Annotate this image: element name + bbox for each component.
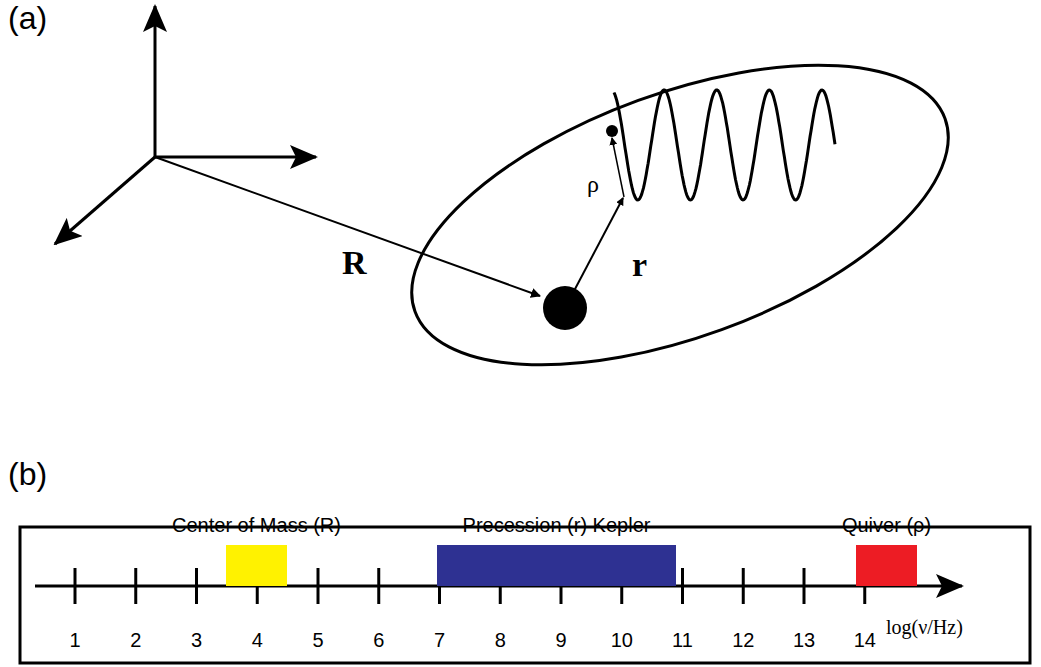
frequency-band: Precession (r) Kepler (437, 545, 676, 586)
relative-vector (565, 198, 623, 308)
axis-tick (195, 568, 198, 604)
tick-number: 3 (191, 630, 202, 650)
tick-number: 11 (672, 630, 693, 650)
axis-tick (377, 568, 380, 604)
quiver-oscillation (614, 90, 835, 200)
tick-number: 6 (373, 630, 384, 650)
band-fill (226, 545, 287, 586)
band-label: Quiver (ρ) (842, 515, 931, 535)
tick-number: 8 (495, 630, 506, 650)
tick-number: 14 (854, 630, 876, 650)
panel-letter: (b) (8, 458, 47, 490)
axis-tick (74, 568, 77, 604)
band-label: Precession (r) Kepler (463, 515, 651, 535)
axis-tick (742, 568, 745, 604)
band-label: Center of Mass (R) (172, 515, 341, 535)
axis-tick (803, 568, 806, 604)
tick-number: 10 (611, 630, 633, 650)
frequency-band: Quiver (ρ) (856, 545, 917, 586)
position-vector (155, 157, 540, 296)
tick-number: 13 (793, 630, 815, 650)
frequency-band: Center of Mass (R) (226, 545, 287, 586)
band-fill (437, 545, 676, 586)
axes (55, 6, 316, 244)
quiver-vector (612, 138, 624, 197)
orbit-ellipse (373, 4, 986, 426)
tick-number: 12 (732, 630, 754, 650)
axis-tick (134, 568, 137, 604)
electron (606, 125, 618, 137)
tick-number: 4 (252, 630, 263, 650)
tick-number: 2 (130, 630, 141, 650)
band-fill (856, 545, 917, 586)
vector-label: r (632, 248, 647, 282)
tick-number: 1 (69, 630, 80, 650)
tick-number: 7 (434, 630, 445, 650)
axis-label: log(ν/Hz) (886, 617, 963, 637)
panel-frame (20, 527, 1030, 663)
tick-number: 9 (555, 630, 566, 650)
axis-tick (681, 568, 684, 604)
vector-label: ρ (587, 172, 599, 196)
vector-label: R (342, 246, 367, 280)
panel-letter: (a) (8, 2, 47, 34)
axis-tick (317, 568, 320, 604)
tick-number: 5 (312, 630, 323, 650)
